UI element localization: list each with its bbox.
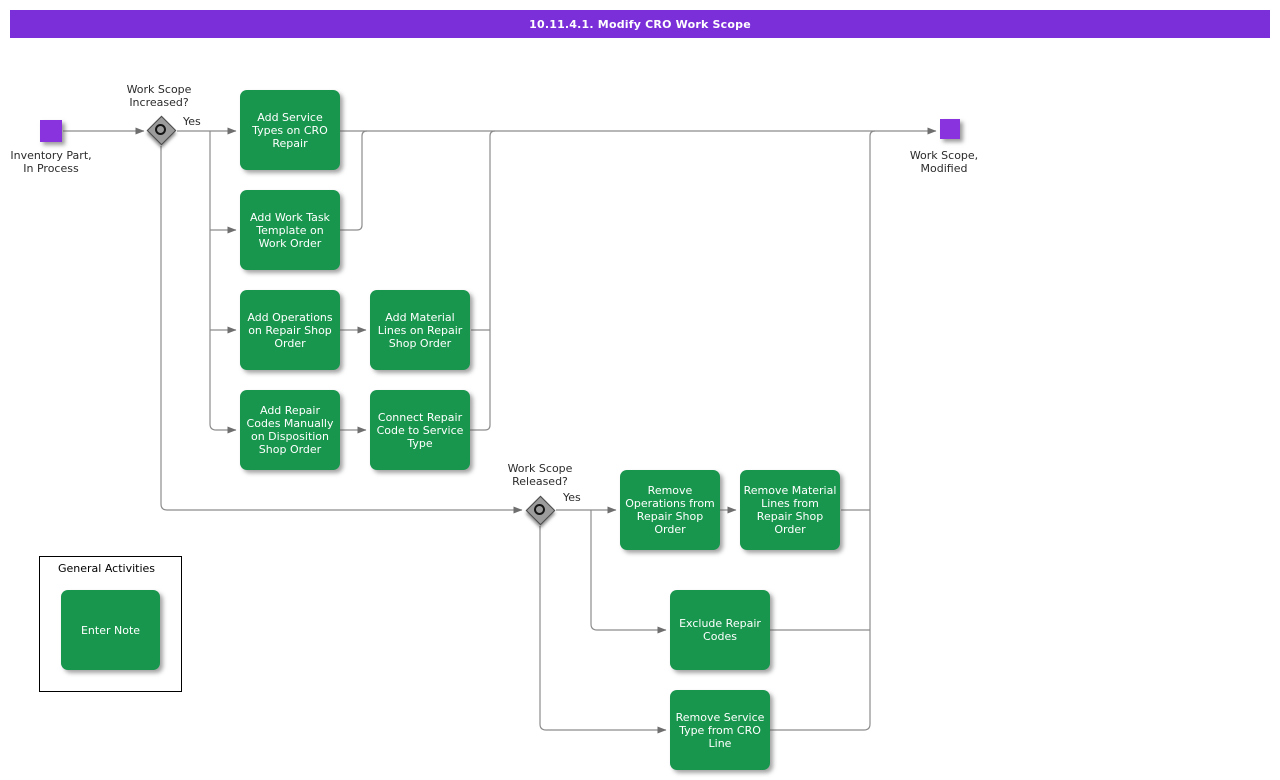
decision-work-scope-released (525, 495, 555, 525)
activity-label: Enter Note (80, 623, 141, 637)
connector-connect-merge-up (470, 130, 496, 431)
activity-label: Add Repair Codes Manually on Disposition… (246, 404, 334, 456)
connector-remove-service-merge-up (770, 130, 876, 731)
decision-circle-icon (155, 124, 166, 135)
decision2-question-label: Work Scope Released? (507, 462, 573, 488)
connector-decision2-down-to-remove-service (539, 526, 667, 734)
activity-label: Remove Material Lines from Repair Shop O… (743, 484, 837, 536)
activity-label: Remove Service Type from CRO Line (675, 710, 765, 750)
activity-label: Add Operations on Repair Shop Order (247, 310, 333, 350)
activity-label: Exclude Repair Codes (679, 617, 761, 643)
activity-add-material-lines[interactable]: Add Material Lines on Repair Shop Order (370, 290, 470, 370)
decision-circle-icon (534, 504, 545, 515)
end-event-node (940, 119, 960, 139)
page-title: 10.11.4.1. Modify CRO Work Scope (529, 17, 751, 31)
end-event-label: Work Scope, Modified (909, 149, 979, 175)
start-event-node (40, 120, 62, 142)
general-activities-group (39, 556, 182, 692)
activity-label: Remove Operations from Repair Shop Order (625, 484, 715, 536)
activity-label: Add Work Task Template on Work Order (250, 210, 330, 250)
start-event-label: Inventory Part, In Process (10, 149, 92, 175)
connector-add-work-task-merge-up (340, 130, 368, 231)
activity-connect-repair-code[interactable]: Connect Repair Code to Service Type (370, 390, 470, 470)
general-activities-title: General Activities (58, 562, 156, 575)
title-bar: 10.11.4.1. Modify CRO Work Scope (10, 10, 1270, 38)
activity-add-work-task-template[interactable]: Add Work Task Template on Work Order (240, 190, 340, 270)
activity-label: Add Service Types on CRO Repair (252, 110, 328, 150)
decision-work-scope-increased (146, 115, 176, 145)
connector-decision1-to-decision2 (160, 146, 523, 514)
decision1-question-label: Work Scope Increased? (126, 83, 192, 109)
connector-branch-to-exclude-repair (590, 510, 667, 634)
activity-enter-note[interactable]: Enter Note (61, 590, 160, 670)
activity-remove-service-type[interactable]: Remove Service Type from CRO Line (670, 690, 770, 770)
activity-label: Add Material Lines on Repair Shop Order (377, 310, 463, 350)
activity-add-repair-codes[interactable]: Add Repair Codes Manually on Disposition… (240, 390, 340, 470)
connector-branch-vertical-to-add-repair-codes (209, 131, 237, 434)
decision2-yes-label: Yes (563, 491, 581, 504)
activity-remove-operations[interactable]: Remove Operations from Repair Shop Order (620, 470, 720, 550)
activity-label: Connect Repair Code to Service Type (376, 410, 464, 450)
activity-remove-material-lines[interactable]: Remove Material Lines from Repair Shop O… (740, 470, 840, 550)
decision1-yes-label: Yes (183, 115, 201, 128)
activity-exclude-repair-codes[interactable]: Exclude Repair Codes (670, 590, 770, 670)
activity-add-operations[interactable]: Add Operations on Repair Shop Order (240, 290, 340, 370)
activity-add-service-types[interactable]: Add Service Types on CRO Repair (240, 90, 340, 170)
